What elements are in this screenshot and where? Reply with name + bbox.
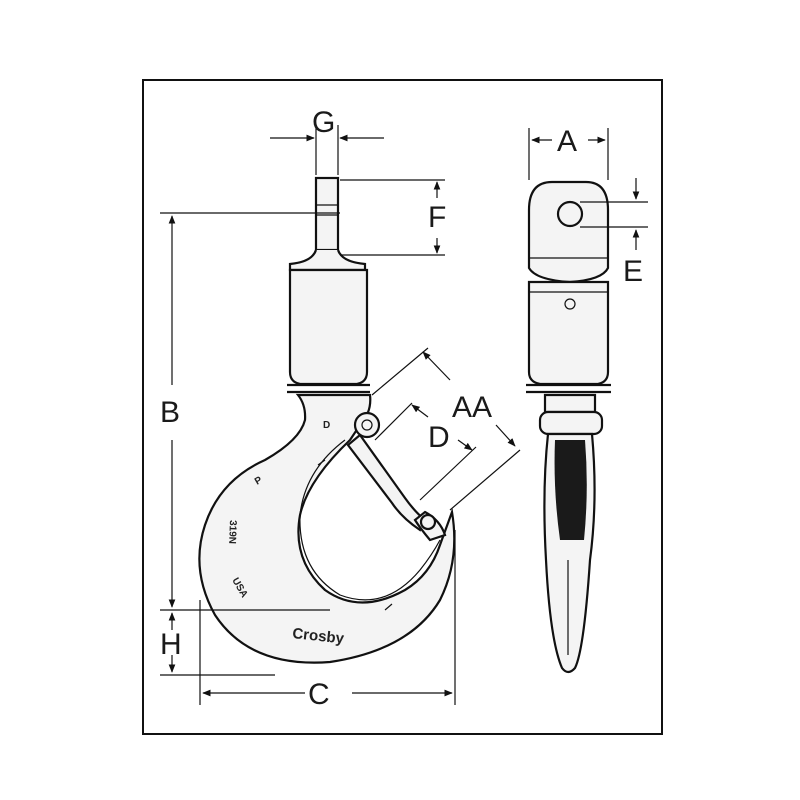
dimension-label-b: B: [160, 396, 180, 429]
hook-shank: [314, 176, 340, 252]
dimension-label-d: D: [428, 421, 450, 454]
dimension-label-aa: AA: [452, 391, 492, 424]
dimension-label-c: C: [308, 678, 330, 711]
hook-letter-d: D: [323, 420, 330, 431]
swivel-body: [288, 268, 369, 386]
dimension-label-f: F: [428, 201, 446, 234]
hook-letter-p: P: [253, 475, 265, 488]
hook-brand-marking: Crosby: [292, 625, 346, 647]
hook-code-marking: 319N: [226, 520, 238, 544]
hook-latch: [346, 433, 427, 532]
dimension-label-h: H: [160, 628, 182, 661]
dimension-label-g: G: [312, 106, 335, 139]
diagram-frame: [142, 79, 663, 735]
dimension-label-e: E: [623, 255, 643, 288]
hook-side-view: [526, 180, 611, 674]
dimension-label-a: A: [557, 125, 577, 158]
hook-front-view: Crosby USA 319N P D: [198, 176, 456, 664]
side-eye: [527, 180, 610, 284]
dimension-lines: [160, 125, 648, 705]
